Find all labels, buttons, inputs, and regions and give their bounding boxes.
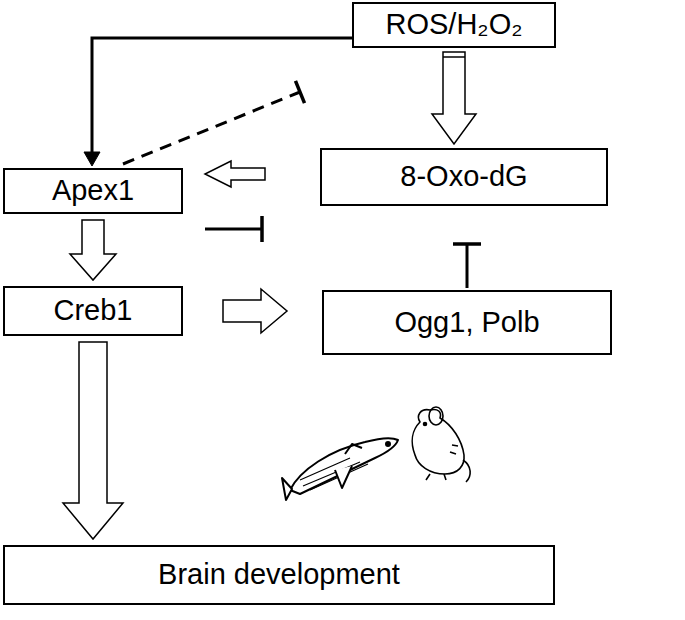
node-label: ROS/H₂O₂	[386, 9, 523, 41]
outcome-box: Brain development	[3, 545, 555, 605]
connector	[205, 216, 262, 242]
protein-box: Apex1	[3, 168, 183, 214]
protein-box: Creb1	[3, 286, 183, 336]
zebrafish-icon	[282, 438, 398, 500]
lesion-box: 8-Oxo-dG	[320, 148, 608, 206]
node-label: Brain development	[158, 559, 400, 591]
node-label: 8-Oxo-dG	[400, 161, 527, 193]
connector	[205, 161, 265, 187]
stressor-box: ROS/H₂O₂	[352, 2, 556, 48]
node-label: Creb1	[54, 295, 133, 327]
node-label: Apex1	[52, 175, 134, 207]
mouse-icon	[412, 407, 470, 482]
connector	[123, 81, 305, 164]
connector	[453, 244, 481, 288]
node-label: Ogg1, Polb	[394, 307, 539, 339]
connector	[223, 289, 287, 333]
connector	[63, 342, 123, 539]
enzyme-box: Ogg1, Polb	[322, 290, 612, 355]
connector	[70, 220, 116, 280]
connector	[84, 38, 352, 166]
connector	[432, 52, 476, 144]
